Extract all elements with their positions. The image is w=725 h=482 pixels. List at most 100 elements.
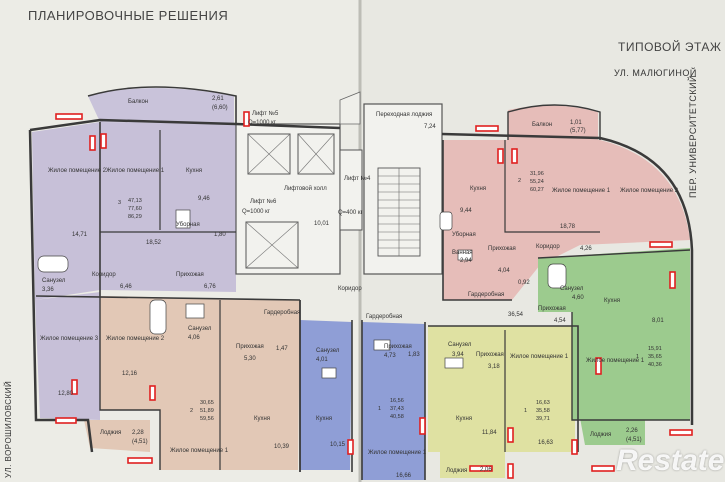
- flat-c-kitchen-area: 10,15: [330, 442, 346, 448]
- flat-b-bed2-label: Жилое помещение 2: [106, 336, 165, 342]
- flat-e-area-b: 35,58: [536, 408, 550, 414]
- flat-a-hall-area: 6,76: [204, 284, 216, 290]
- flat-c-kitchen-label: Кухня: [316, 416, 332, 422]
- flat-a-bath-area: 3,36: [42, 287, 54, 293]
- zone-balcony-top: [88, 88, 234, 124]
- zone-flat-a-bed3: [35, 292, 100, 420]
- flat-g-loggia-area: 2,26: [626, 428, 638, 434]
- flat-f-hall-area: 4,04: [498, 268, 510, 274]
- flat-f-bath-area: 2,94: [460, 258, 472, 264]
- window-markers: [55, 111, 693, 479]
- flat-a-wc-label: Уборная: [176, 222, 200, 228]
- flat-f-ward-area: 0,92: [518, 280, 530, 286]
- flat-f-kitchen-label: Кухня: [470, 186, 486, 192]
- flat-f-corr-label: Коридор: [536, 244, 560, 250]
- flat-e-hall-label: Прихожая: [476, 352, 504, 358]
- flat-f-corr-area: 4,26: [580, 246, 592, 252]
- wardrobe2-area: 1,83: [408, 352, 420, 358]
- flat-g-loggia-label: Лоджия: [590, 432, 611, 438]
- flat-a-area-a: 47,13: [128, 198, 142, 204]
- room-labels: Балкон 2,61 (6,60) Лифт №5 Q=1000 кг Лиф…: [40, 96, 679, 479]
- lift4-capacity: Q=400 кг: [338, 210, 363, 216]
- flat-b-rooms: 2: [190, 408, 193, 414]
- flat-b-bath-area: 4,06: [188, 335, 200, 341]
- watermark-logo: Restate: [616, 444, 725, 477]
- flat-d-area-a: 16,56: [390, 398, 404, 404]
- zone-flat-a-left: [32, 122, 100, 300]
- flat-e-bed1-area: 16,63: [538, 440, 554, 446]
- flat-a-bed1-area: 18,52: [146, 240, 162, 246]
- flat-b-hall-area: 5,30: [244, 356, 256, 362]
- flat-b-bed2-area: 12,16: [122, 371, 138, 377]
- lift-hall-area: 10,01: [314, 221, 330, 227]
- flat-d-rooms: 1: [378, 406, 381, 412]
- flat-d-bed1-area: 16,66: [396, 473, 412, 479]
- flat-a-area-c: 86,29: [128, 214, 142, 220]
- flat-b-kitchen-label: Кухня: [254, 416, 270, 422]
- flat-g-kitchen-area: 8,01: [652, 318, 664, 324]
- flat-a-bed2-label: Жилое помещение 2: [48, 168, 107, 174]
- flat-f-ward-label: Гардеробная: [468, 292, 504, 298]
- zone-flat-e: [428, 326, 575, 452]
- flat-f-area-b: 55,24: [530, 179, 544, 185]
- flat-d-bed1-label: Жилое помещение 1: [368, 450, 427, 456]
- street-label-top: УЛ. МАЛЮГИНОЙ: [614, 68, 697, 78]
- flat-e-loggia-area: 2,06: [480, 467, 492, 473]
- flat-a-bed3-label: Жилое помещение 3: [40, 336, 99, 342]
- zone-flat-b: [100, 296, 300, 470]
- flat-a-wc-area: 1,80: [214, 232, 226, 238]
- apartment-zones: [32, 88, 690, 480]
- flat-b-area-c: 59,56: [200, 416, 214, 422]
- lift4-label: Лифт №4: [344, 175, 371, 182]
- balcony-right-area: 1,01: [570, 120, 582, 126]
- flat-a-rooms: 3: [118, 200, 121, 206]
- flat-g-loggia-area2: (4,51): [626, 437, 642, 443]
- flat-f-wc-area: 9,44: [460, 208, 472, 214]
- flat-f-hall-label: Прихожая: [488, 246, 516, 252]
- flat-a-bed1-label: Жилое помещение 1: [106, 168, 165, 174]
- flat-f-area-c: 60,27: [530, 187, 544, 193]
- balcony-top-label: Балкон: [128, 99, 148, 105]
- zone-balcony-right: [508, 105, 598, 140]
- lift5-label: Лифт №5: [252, 110, 279, 117]
- wardrobe1-area: 1,47: [276, 346, 288, 352]
- flat-b-area-a: 30,65: [200, 400, 214, 406]
- flat-f-area-a: 31,96: [530, 171, 544, 177]
- corridor-main-area: 36,54: [508, 312, 524, 318]
- wardrobe1-label: Гардеробная: [264, 310, 300, 316]
- flat-d-area-b: 37,43: [390, 406, 404, 412]
- flat-c-bath-area: 4,01: [316, 357, 328, 363]
- flat-b-bed1-label: Жилое помещение 1: [170, 448, 229, 454]
- flat-b-loggia-area: 2,28: [132, 430, 144, 436]
- flat-a-kitchen-area: 9,46: [198, 196, 210, 202]
- flat-e-bath-area: 3,94: [452, 352, 464, 358]
- flat-summaries: 3 47,13 77,60 86,29 2 30,65 51,89 59,56 …: [118, 171, 662, 422]
- lift5-capacity: Q=1000 кг: [248, 120, 277, 126]
- balcony-top-area: 2,61: [212, 96, 224, 102]
- flat-e-area-c: 39,71: [536, 416, 550, 422]
- flat-g-hall-label: Прихожая: [538, 306, 566, 312]
- flat-d-hall-label: Прихожая: [384, 344, 412, 350]
- flat-b-bath-label: Санузел: [188, 326, 212, 332]
- lift6-label: Лифт №6: [250, 198, 277, 205]
- flat-g-kitchen-label: Кухня: [604, 298, 620, 304]
- zone-flat-a: [100, 122, 236, 292]
- flat-b-kitchen-area: 10,39: [274, 444, 290, 450]
- flat-f-bed1-area: 18,78: [560, 224, 576, 230]
- flat-g-bath-area: 4,60: [572, 295, 584, 301]
- lift6-capacity: Q=1000 кг: [242, 209, 271, 215]
- flat-e-kitchen-label: Кухня: [456, 416, 472, 422]
- zone-flat-g-loggia: [580, 418, 645, 445]
- flat-a-bath-label: Санузел: [42, 278, 66, 284]
- lobby-label: Переходная лоджия: [376, 112, 432, 118]
- zone-flat-d: [362, 322, 425, 480]
- fixtures: [37, 209, 567, 379]
- page-title-left: ПЛАНИРОВОЧНЫЕ РЕШЕНИЯ: [28, 8, 229, 23]
- lobby-area: 7,24: [424, 124, 436, 130]
- flat-f-rooms: 2: [518, 178, 521, 184]
- core-area: [235, 91, 443, 275]
- flat-a-corr-area: 6,46: [120, 284, 132, 290]
- flat-e-loggia-label: Лоджия: [446, 468, 467, 474]
